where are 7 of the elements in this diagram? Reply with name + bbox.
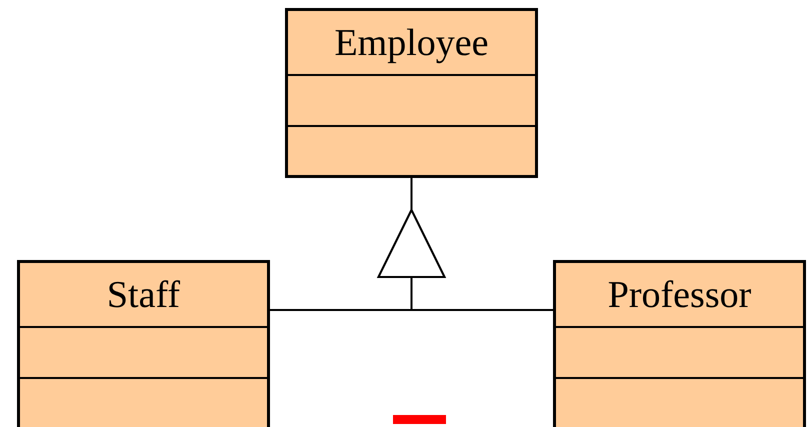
class-box — [285, 8, 538, 178]
class-name: Professor — [608, 276, 752, 314]
class-box — [17, 260, 270, 427]
class-name: Employee — [334, 24, 489, 62]
class-name: Staff — [106, 276, 180, 314]
class-box — [553, 260, 806, 427]
generalization-arrow — [378, 178, 553, 311]
